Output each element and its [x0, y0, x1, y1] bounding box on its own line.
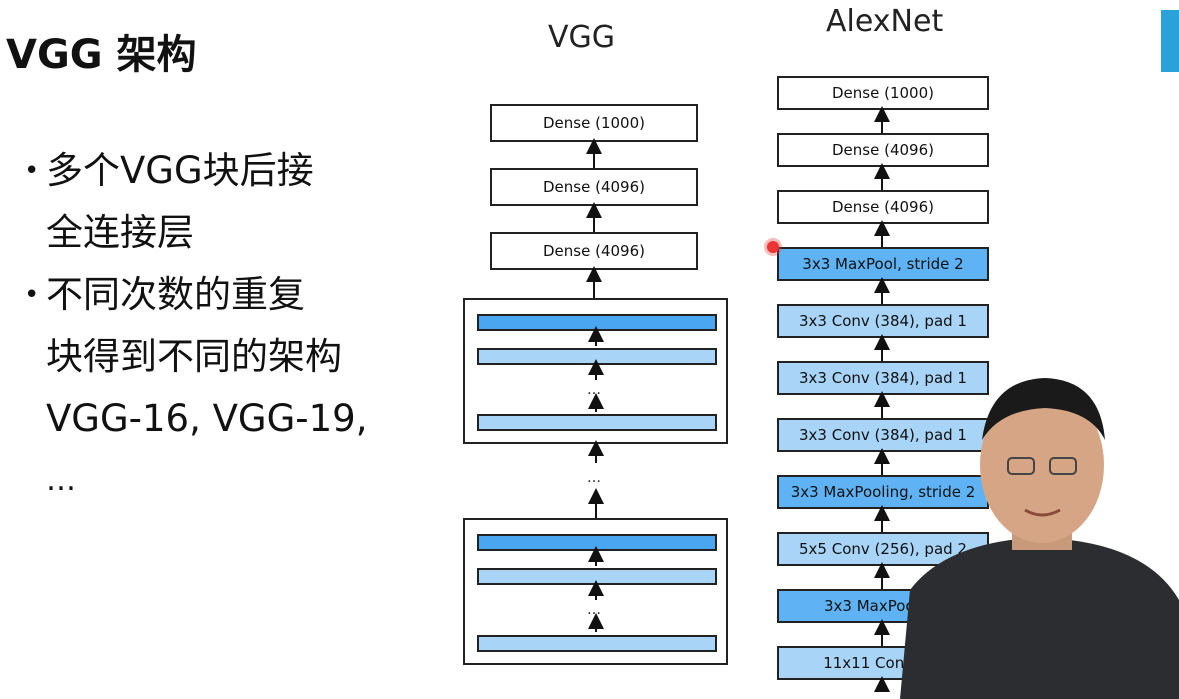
bullet-line: VGG-16, VGG-19, — [46, 397, 368, 440]
alexnet-layer: 3x3 Conv (384), pad 1 — [777, 361, 989, 395]
alexnet-layer: 3x3 MaxPool, stride 2 — [777, 247, 989, 281]
vgg-title: VGG — [548, 20, 616, 55]
bullet-line: 多个VGG块后接 — [46, 149, 314, 192]
vgg-block-bar-conv — [477, 635, 717, 652]
bullet-line: 块得到不同的架构 — [46, 335, 342, 378]
bullet-line: 不同次数的重复 — [46, 273, 305, 316]
slide-title: VGG 架构 — [6, 32, 197, 78]
vgg-dense-1000: Dense (1000) — [490, 104, 698, 142]
bullet-dot: • — [24, 156, 40, 186]
bullet-list: • 多个VGG块后接 全连接层 • 不同次数的重复 块得到不同的架构 VGG-1… — [24, 140, 367, 512]
presenter-video-icon — [900, 378, 1179, 699]
vgg-dense-4096-b: Dense (4096) — [490, 232, 698, 270]
bullet-ellipsis: … — [46, 463, 76, 498]
vgg-block-bar-conv — [477, 414, 717, 431]
alexnet-layer: 3x3 Conv (384), pad 1 — [777, 304, 989, 338]
logo-icon — [1161, 10, 1179, 72]
bullet-line: 全连接层 — [46, 211, 194, 254]
alexnet-title: AlexNet — [826, 4, 944, 39]
bullet-item: • 不同次数的重复 块得到不同的架构 VGG-16, VGG-19, … — [24, 264, 367, 512]
laser-pointer-dot — [767, 241, 779, 253]
bullet-item: • 多个VGG块后接 全连接层 — [24, 140, 367, 264]
vgg-between-blocks-dots: … — [587, 470, 602, 486]
bullet-dot: • — [24, 280, 40, 310]
alexnet-layer: Dense (4096) — [777, 190, 989, 224]
